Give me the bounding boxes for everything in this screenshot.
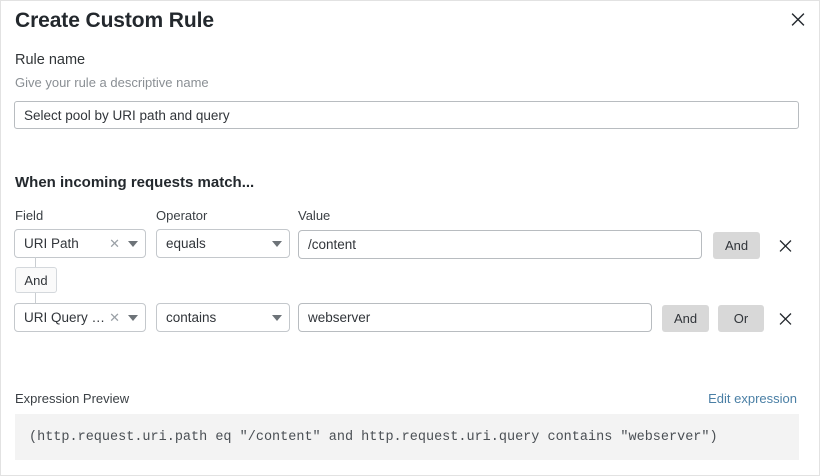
chevron-down-icon[interactable] [269,240,285,247]
condition-row-1-operator-select[interactable]: equals [156,229,290,258]
dialog-title: Create Custom Rule [15,9,214,32]
condition-row-2-field-clear-icon[interactable]: ✕ [109,310,120,325]
condition-row-1-and-button[interactable]: And [713,232,761,259]
chevron-down-icon[interactable] [125,314,141,321]
column-header-field: Field [15,208,44,223]
condition-row-2-operator-select[interactable]: contains [156,303,290,332]
condition-row-2-and-button[interactable]: And [662,305,710,332]
condition-row-1-field-clear-icon[interactable]: ✕ [109,236,120,251]
expression-preview-label: Expression Preview [15,391,130,406]
rule-name-input[interactable] [14,101,799,129]
condition-row-2-delete-button[interactable] [775,308,795,328]
rule-name-label: Rule name [15,52,86,68]
conditions-heading: When incoming requests match... [15,174,255,191]
close-icon[interactable] [787,8,809,30]
chevron-down-icon[interactable] [269,314,285,321]
column-header-operator: Operator [156,208,208,223]
condition-row-1-operator-value: equals [166,236,206,251]
condition-row-1-delete-button[interactable] [775,235,795,255]
condition-row-1-field-select[interactable]: URI Path ✕ [14,229,146,258]
column-header-value: Value [298,208,331,223]
condition-row-1-value-input[interactable] [298,230,702,259]
condition-row-2-operator-value: contains [166,310,217,325]
condition-row-2-value-input[interactable] [298,303,652,332]
condition-group-and-badge[interactable]: And [15,267,57,293]
condition-row-2-field-value: URI Query St... [24,310,106,325]
expression-preview-box: (http.request.uri.path eq "/content" and… [15,414,799,460]
expression-preview-text: (http.request.uri.path eq "/content" and… [29,429,718,445]
chevron-down-icon[interactable] [125,240,141,247]
condition-row-2-field-select[interactable]: URI Query St... ✕ [14,303,146,332]
condition-row-1-field-value: URI Path [24,236,79,251]
condition-row-2-or-button[interactable]: Or [718,305,764,332]
edit-expression-link[interactable]: Edit expression [708,391,797,406]
rule-name-help-text: Give your rule a descriptive name [15,75,209,90]
